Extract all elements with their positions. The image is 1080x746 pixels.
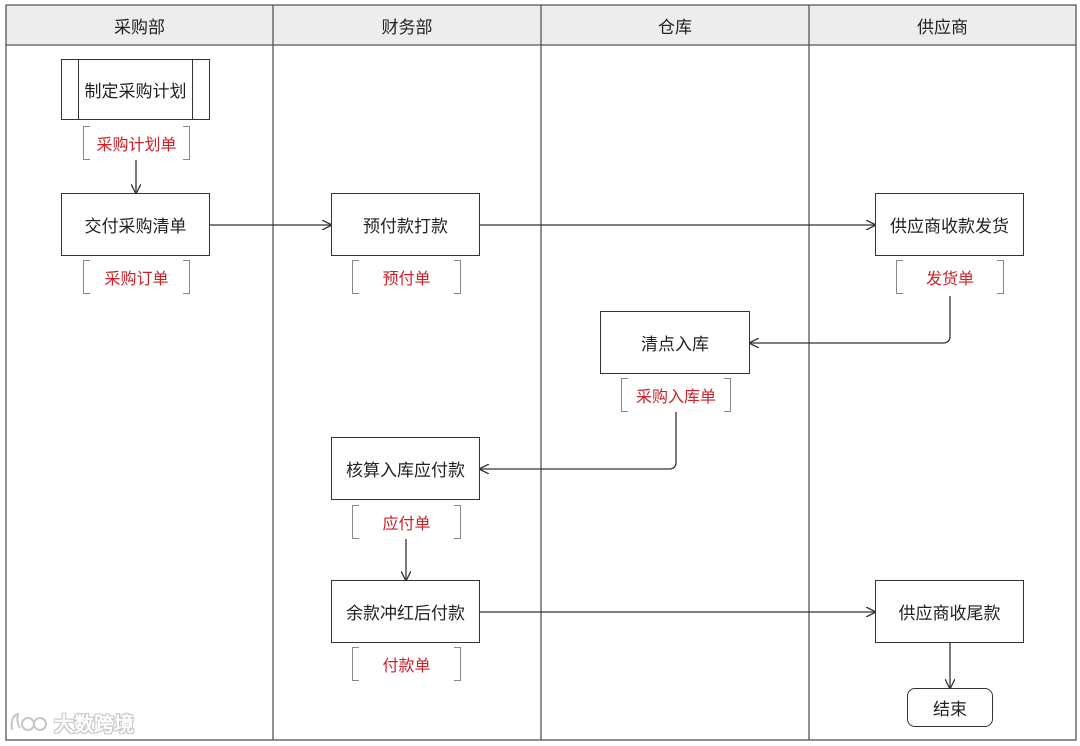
arrow-ship-to-checkin xyxy=(750,296,951,343)
process-supplier-ship: 供应商收款发货 xyxy=(875,193,1024,256)
process-balance-pay: 余款冲红后付款 xyxy=(331,580,480,643)
process-calc-payable: 核算入库应付款 xyxy=(331,437,480,500)
process-prepay: 预付款打款 xyxy=(331,193,480,256)
lane-header-purchasing: 采购部 xyxy=(6,5,273,45)
doc-order: 采购订单 xyxy=(83,260,190,294)
doc-payable: 应付单 xyxy=(352,505,461,539)
process-supplier-final: 供应商收尾款 xyxy=(875,580,1024,643)
watermark: 大数跨境 xyxy=(8,708,134,737)
terminal-end: 结束 xyxy=(907,688,993,727)
arrow-inbound-to-payable xyxy=(480,412,677,469)
doc-inbound: 采购入库单 xyxy=(621,378,731,412)
process-check-in: 清点入库 xyxy=(600,311,750,374)
lane-header-warehouse: 仓库 xyxy=(541,5,809,45)
process-deliver-list: 交付采购清单 xyxy=(61,193,210,256)
doc-prepay: 预付单 xyxy=(352,260,461,294)
lane-header-finance: 财务部 xyxy=(273,5,541,45)
process-make-plan: 制定采购计划 xyxy=(61,59,210,120)
watermark-logo-icon xyxy=(10,712,47,731)
doc-payment: 付款单 xyxy=(352,647,461,681)
watermark-text: 大数跨境 xyxy=(54,712,134,736)
doc-plan: 采购计划单 xyxy=(83,126,190,160)
doc-ship: 发货单 xyxy=(896,260,1004,294)
lane-header-supplier: 供应商 xyxy=(809,5,1076,45)
